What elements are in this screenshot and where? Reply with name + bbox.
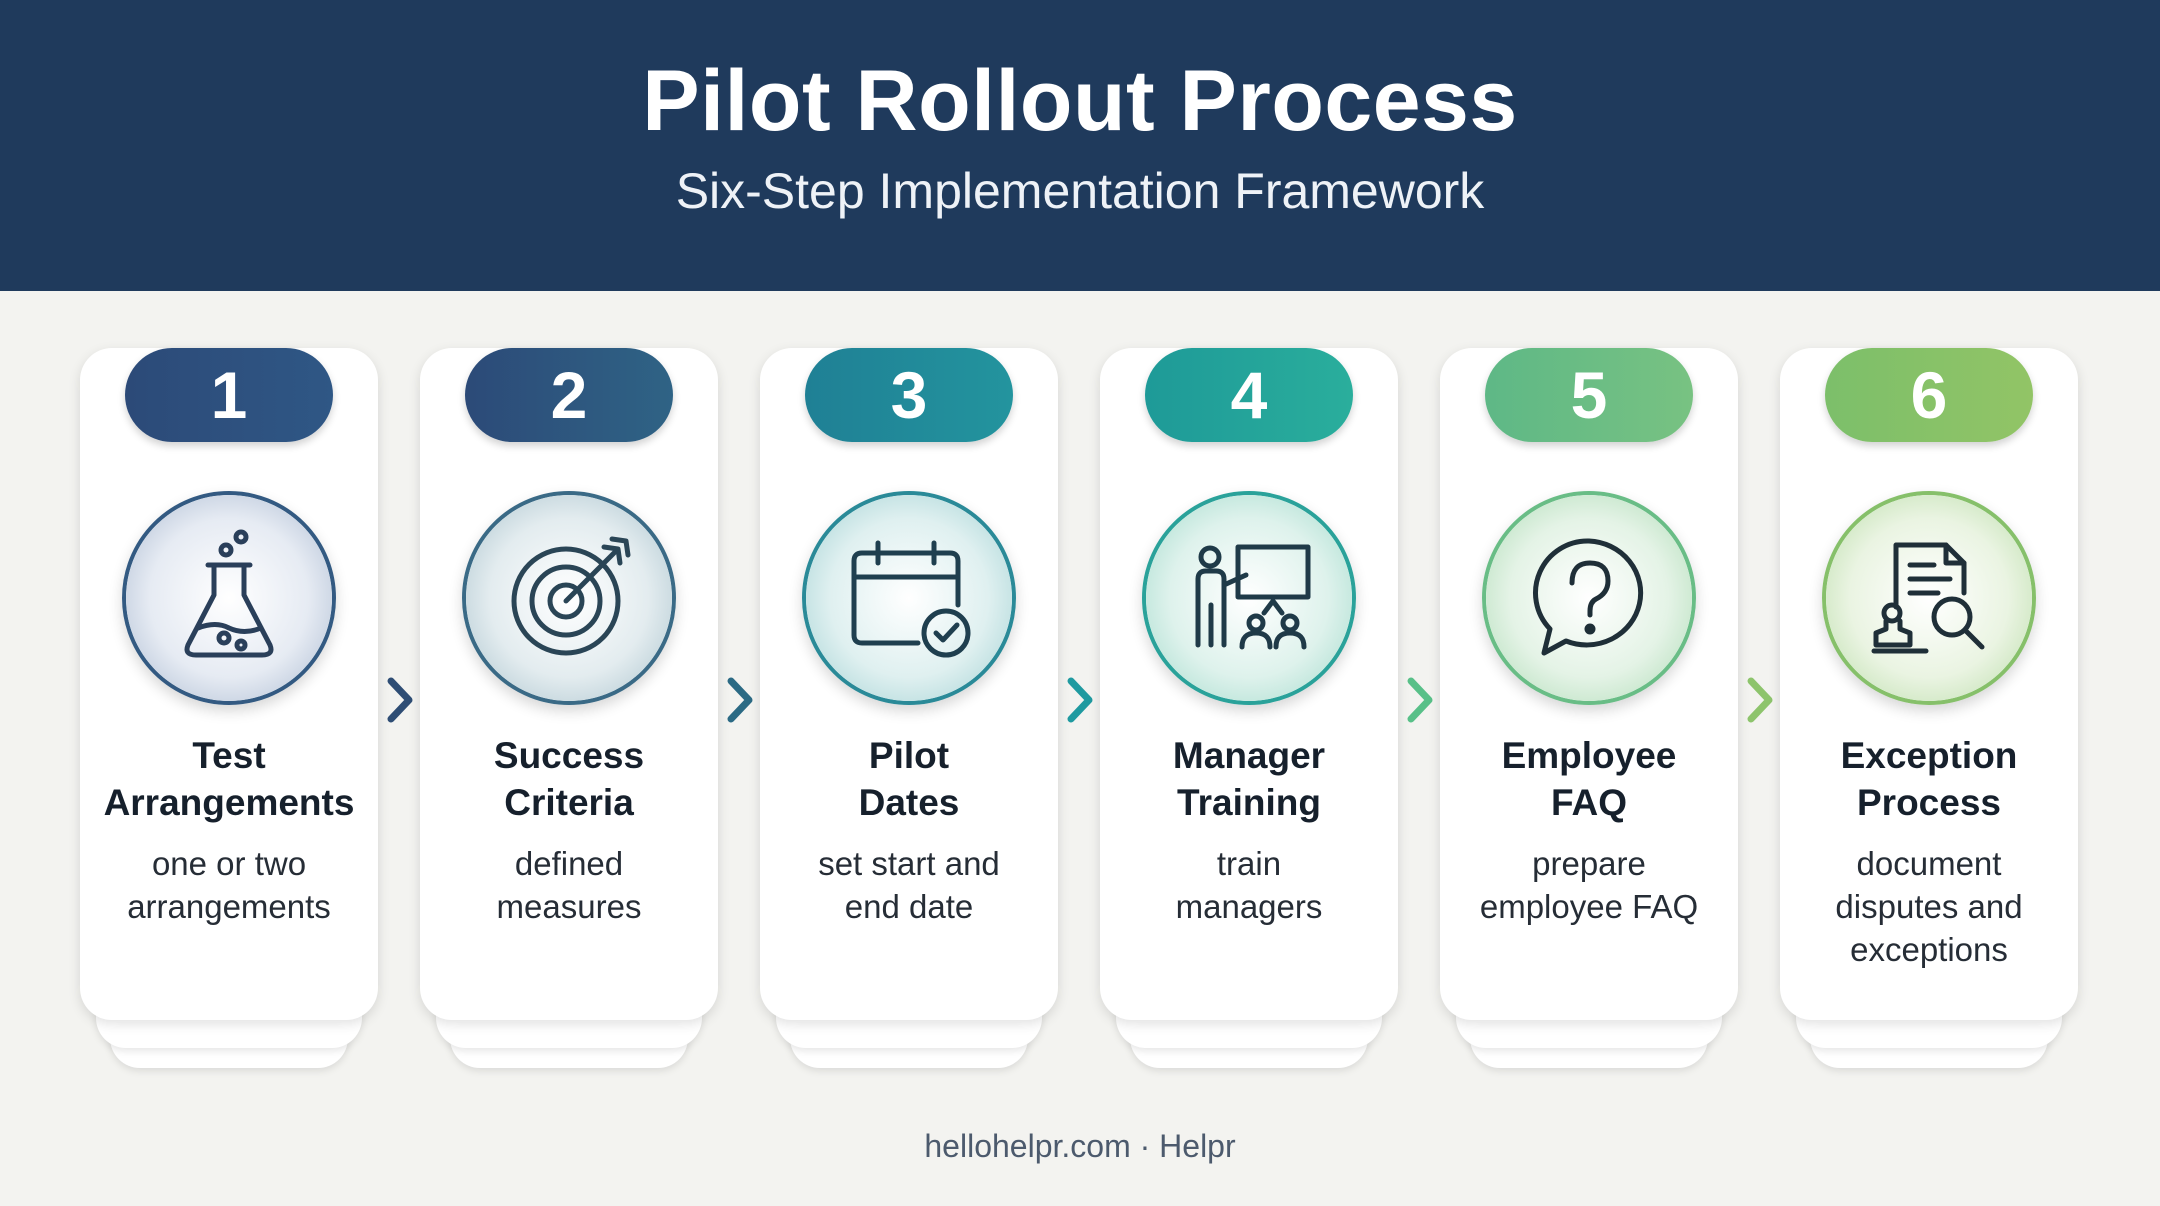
- step-number-badge: 5: [1485, 348, 1693, 442]
- step-title: Exception Process: [1840, 735, 2018, 823]
- step-card-body: Test Arrangements one or two arrangement…: [80, 348, 378, 1020]
- step-number-badge: 1: [125, 348, 333, 442]
- step-card-6: Exception Process document disputes and …: [1780, 348, 2078, 1068]
- step-description: set start and end date: [818, 845, 1000, 925]
- step-number-badge: 4: [1145, 348, 1353, 442]
- step-description: prepare employee FAQ: [1479, 845, 1699, 925]
- step-card-5: Employee FAQ prepare employee FAQ 5: [1440, 348, 1738, 1068]
- chevron-right-icon: [385, 675, 415, 725]
- step-card-4: Manager Training train managers 4: [1100, 348, 1398, 1068]
- document-search-icon: [1822, 491, 2036, 705]
- header-banner: Pilot Rollout Process Six-Step Implement…: [0, 0, 2160, 291]
- chevron-right-icon: [1745, 675, 1775, 725]
- step-title: Test Arrangements: [103, 735, 355, 823]
- step-number-badge: 6: [1825, 348, 2033, 442]
- step-title: Success Criteria: [493, 735, 645, 823]
- step-card-1: Test Arrangements one or two arrangement…: [80, 348, 378, 1068]
- step-title: Pilot Dates: [858, 735, 960, 823]
- target-icon: [462, 491, 676, 705]
- step-number-badge: 2: [465, 348, 673, 442]
- chevron-right-icon: [1405, 675, 1435, 725]
- step-description: defined measures: [496, 845, 642, 925]
- step-card-3: Pilot Dates set start and end date 3: [760, 348, 1058, 1068]
- page-title: Pilot Rollout Process: [642, 53, 1518, 149]
- step-title: Employee FAQ: [1501, 735, 1677, 823]
- step-description: document disputes and exceptions: [1835, 845, 2023, 968]
- question-bubble-icon: [1482, 491, 1696, 705]
- footer-credit: hellohelpr.com · Helpr: [924, 1128, 1236, 1164]
- step-description: one or two arrangements: [127, 845, 331, 925]
- page-subtitle: Six-Step Implementation Framework: [675, 163, 1485, 219]
- step-card-2: Success Criteria defined measures 2: [420, 348, 718, 1068]
- calendar-check-icon: [802, 491, 1016, 705]
- step-description: train managers: [1175, 845, 1323, 925]
- presentation-icon: [1142, 491, 1356, 705]
- step-number-badge: 3: [805, 348, 1013, 442]
- flask-icon: [122, 491, 336, 705]
- chevron-right-icon: [725, 675, 755, 725]
- step-title: Manager Training: [1172, 735, 1326, 823]
- chevron-right-icon: [1065, 675, 1095, 725]
